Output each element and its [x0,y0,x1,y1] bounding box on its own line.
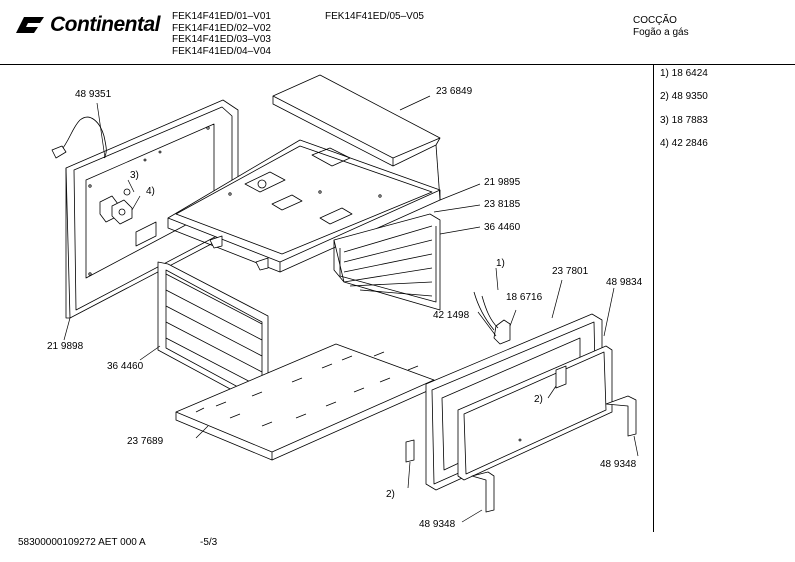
callout-421498: 42 1498 [433,310,470,321]
callout-238185: 23 8185 [484,199,521,210]
brand-name: Continental [50,13,161,36]
oven-back-wall [51,99,239,319]
model-number: FEK14F41ED/02–V02 [172,22,271,34]
callout-186716: 18 6716 [506,292,543,303]
callout-237801: 23 7801 [552,266,589,277]
category-title: COCÇÃO [633,15,677,26]
callout-part-4: 4) [146,186,155,197]
callout-219895: 21 9895 [484,177,521,188]
callout-489351: 48 9351 [75,89,112,100]
top-cover-plate [272,74,441,201]
product-title: Fogão a gás [633,27,689,38]
header-divider [0,64,795,65]
callout-219898: 21 9898 [47,341,84,352]
oven-door-frame [405,291,637,513]
callout-489834: 48 9834 [606,277,643,288]
legend-item: 3) 18 7883 [660,114,708,126]
model-number: FEK14F41ED/01–V01 [172,11,271,22]
callout-part-1: 1) [496,258,505,269]
legend-item: 1) 18 6424 [660,68,708,79]
model-number: FEK14F41ED/03–V03 [172,34,271,45]
document-number: 58300000109272 AET 000 A [18,537,146,548]
callout-364460-left: 36 4460 [107,361,144,372]
callout-236849: 23 6849 [436,86,473,97]
callout-489348-bottom: 48 9348 [419,519,456,530]
callout-237689: 23 7689 [127,436,164,447]
legend-item: 2) 48 9350 [660,91,708,103]
brand-logo: Continental [14,11,166,39]
callout-364460-right: 36 4460 [484,222,521,233]
continental-horse-icon [16,17,44,33]
parts-legend: 1) 18 6424 2) 48 9350 3) 18 7883 4) 42 2… [660,68,708,161]
callout-part-3: 3) [130,170,139,181]
callout-489348-right: 48 9348 [600,459,637,470]
oven-top-frame [167,139,441,273]
callout-part-2-door: 2) [534,394,543,405]
model-number: FEK14F41ED/04–V04 [172,45,271,57]
legend-divider [653,64,654,532]
page-number: -5/3 [200,537,218,548]
right-side-rack-panel [333,213,441,311]
model-number-extra: FEK14F41ED/05–V05 [325,11,424,22]
callout-leader-lines [63,95,639,523]
legend-item: 4) 42 2846 [660,137,708,149]
model-list: FEK14F41ED/01–V01 FEK14F41ED/02–V02 FEK1… [172,11,271,57]
callout-part-2-hinge: 2) [386,489,395,500]
